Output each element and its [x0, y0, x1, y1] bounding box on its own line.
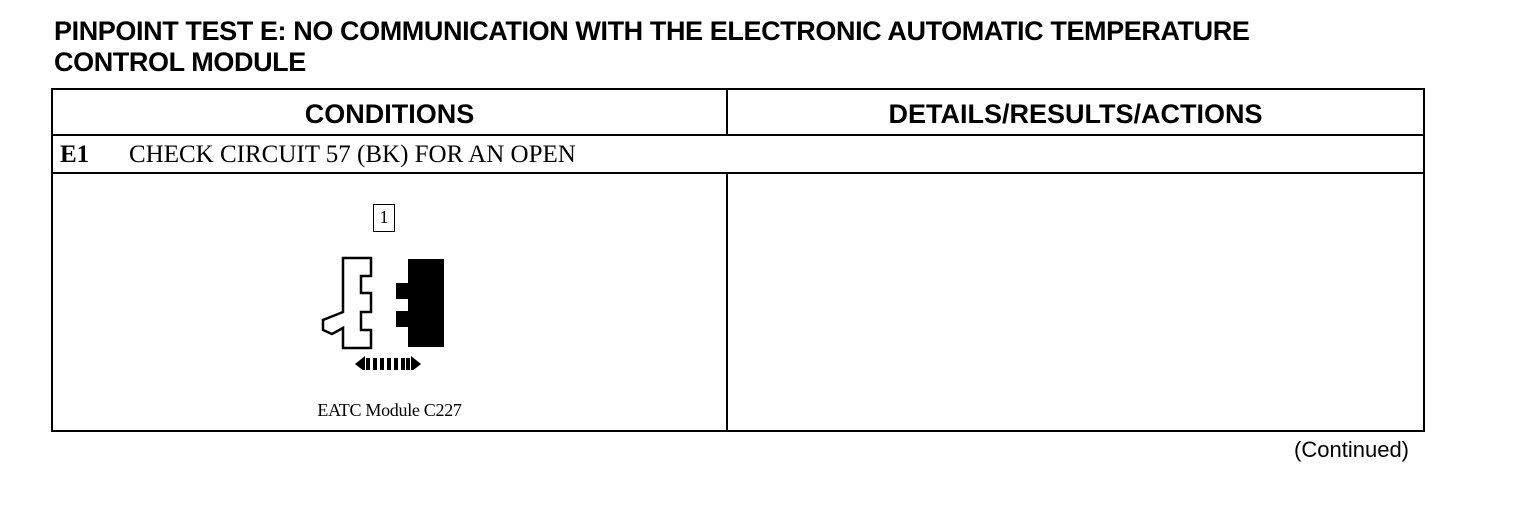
header-conditions: CONDITIONS	[304, 99, 475, 129]
title-line-2: CONTROL MODULE	[54, 47, 306, 77]
continued-note: (Continued)	[1294, 437, 1409, 462]
connector-halves-icon	[321, 256, 444, 370]
column-divider	[726, 90, 728, 134]
step-row: E1 CHECK CIRCUIT 57 (BK) FOR AN OPEN	[53, 136, 1423, 174]
title-line-1: PINPOINT TEST E: NO COMMUNICATION WITH T…	[54, 16, 1250, 46]
step-text: CHECK CIRCUIT 57 (BK) FOR AN OPEN	[129, 141, 576, 168]
step-number: E1	[60, 141, 90, 168]
disconnect-arrow-icon	[355, 356, 421, 370]
header-details-results-actions: DETAILS/RESULTS/ACTIONS	[888, 99, 1263, 129]
details-results-actions-cell	[728, 174, 1423, 430]
column-divider-body	[726, 174, 728, 430]
table-header-row: CONDITIONS DETAILS/RESULTS/ACTIONS	[53, 90, 1423, 136]
conditions-cell: 1 EATC Module C	[53, 174, 726, 430]
connector-illustration: 1	[303, 200, 483, 390]
illustration-caption: EATC Module C227	[317, 400, 462, 420]
page-title: PINPOINT TEST E: NO COMMUNICATION WITH T…	[54, 16, 1454, 78]
pinpoint-test-table: CONDITIONS DETAILS/RESULTS/ACTIONS E1 CH…	[51, 88, 1425, 432]
callout-number: 1	[373, 204, 395, 232]
